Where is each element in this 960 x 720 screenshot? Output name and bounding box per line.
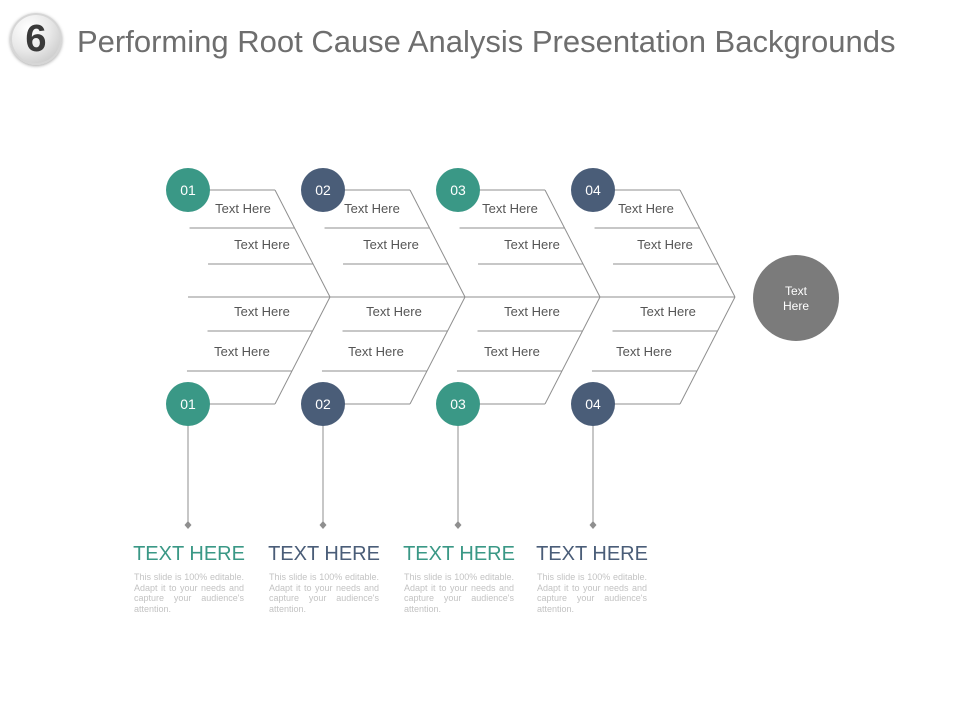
top-sub-bone-label: Text Here xyxy=(618,201,674,216)
top-sub-bone-label: Text Here xyxy=(344,201,400,216)
bottom-step-badge-number: 04 xyxy=(585,396,601,412)
bottom-sub-bone-label: Text Here xyxy=(214,344,270,359)
top-step-badge xyxy=(166,168,210,212)
top-sub-bone-label: Text Here xyxy=(363,237,419,252)
bottom-sub-bone-label: Text Here xyxy=(640,304,696,319)
bottom-branch-diagonal xyxy=(544,296,601,405)
bottom-branch-diagonal xyxy=(679,296,736,405)
caption-body-text: This slide is 100% editable. Adapt it to… xyxy=(134,572,244,614)
fish-head-label-line2: Here xyxy=(783,299,809,313)
bottom-step-badge-number: 03 xyxy=(450,396,466,412)
bottom-step-badge xyxy=(166,382,210,426)
top-sub-bone-label: Text Here xyxy=(637,237,693,252)
caption-body-text: This slide is 100% editable. Adapt it to… xyxy=(404,572,514,614)
caption-title: TEXT HERE xyxy=(268,543,380,565)
bottom-sub-bone-label: Text Here xyxy=(234,304,290,319)
top-sub-bone-label: Text Here xyxy=(482,201,538,216)
caption-title: TEXT HERE xyxy=(133,543,245,565)
top-step-badge-number: 02 xyxy=(315,182,331,198)
bottom-step-badge-number: 02 xyxy=(315,396,331,412)
connector-diamond-marker xyxy=(589,521,597,529)
top-branch-diagonal xyxy=(409,189,466,298)
bottom-sub-bone-label: Text Here xyxy=(348,344,404,359)
caption-body-text: This slide is 100% editable. Adapt it to… xyxy=(269,572,379,614)
top-step-badge xyxy=(571,168,615,212)
top-sub-bone-label: Text Here xyxy=(234,237,290,252)
top-step-badge-number: 03 xyxy=(450,182,466,198)
top-step-badge xyxy=(436,168,480,212)
top-step-badge-number: 01 xyxy=(180,182,196,198)
bottom-sub-bone-label: Text Here xyxy=(484,344,540,359)
caption-title: TEXT HERE xyxy=(403,543,515,565)
bottom-step-badge xyxy=(301,382,345,426)
fish-head-circle xyxy=(753,255,839,341)
top-step-badge xyxy=(301,168,345,212)
bottom-branch-diagonal xyxy=(409,296,466,405)
caption-body-text: This slide is 100% editable. Adapt it to… xyxy=(537,572,647,614)
connector-diamond-marker xyxy=(319,521,327,529)
top-branch-diagonal xyxy=(544,189,601,298)
bottom-sub-bone-label: Text Here xyxy=(616,344,672,359)
bottom-step-badge xyxy=(436,382,480,426)
bottom-step-badge xyxy=(571,382,615,426)
connector-diamond-marker xyxy=(454,521,462,529)
top-sub-bone-label: Text Here xyxy=(215,201,271,216)
top-sub-bone-label: Text Here xyxy=(504,237,560,252)
top-branch-diagonal xyxy=(274,189,331,298)
bottom-sub-bone-label: Text Here xyxy=(504,304,560,319)
connector-diamond-marker xyxy=(184,521,192,529)
logo-number: 6 xyxy=(25,18,47,60)
top-branch-diagonal xyxy=(679,189,736,298)
caption-title: TEXT HERE xyxy=(536,543,648,565)
bottom-branch-diagonal xyxy=(274,296,331,405)
number-six-logo: 6 xyxy=(10,13,62,65)
bottom-sub-bone-label: Text Here xyxy=(366,304,422,319)
top-step-badge-number: 04 xyxy=(585,182,601,198)
bottom-step-badge-number: 01 xyxy=(180,396,196,412)
fish-head-label-line1: Text xyxy=(785,284,808,298)
slide-title: Performing Root Cause Analysis Presentat… xyxy=(77,24,896,59)
